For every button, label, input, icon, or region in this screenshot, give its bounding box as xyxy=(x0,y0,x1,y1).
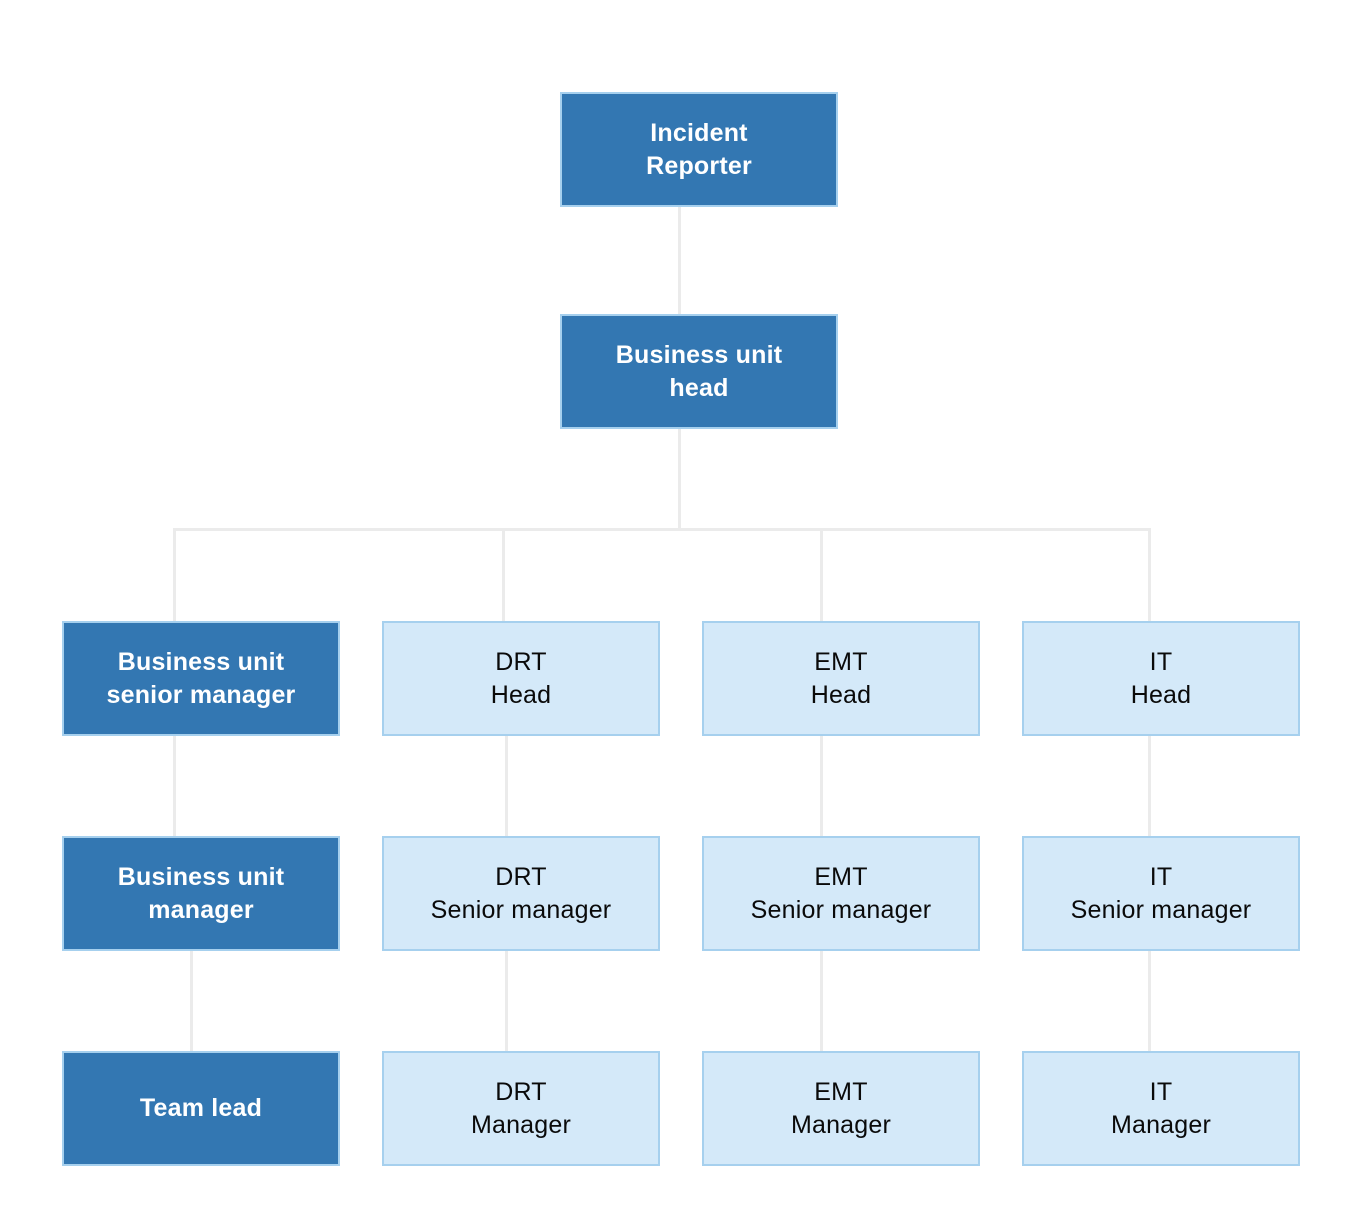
connector-col4-row1-row2 xyxy=(1148,736,1151,836)
connector-drop-col3 xyxy=(820,528,823,621)
node-emt-head-label: EMT Head xyxy=(810,647,872,709)
node-business-unit-head[interactable]: Business unit head xyxy=(560,314,838,429)
connector-col1-row2-row3 xyxy=(190,951,193,1051)
node-drt-head[interactable]: DRT Head xyxy=(382,621,660,736)
node-emt-manager-label: EMT Manager xyxy=(790,1077,892,1139)
node-it-head[interactable]: IT Head xyxy=(1022,621,1300,736)
connector-drop-col1 xyxy=(173,528,176,621)
connector-col2-row2-row3 xyxy=(505,951,508,1051)
connector-col3-row1-row2 xyxy=(820,736,823,836)
node-it-head-label: IT Head xyxy=(1130,647,1192,709)
node-drt-manager[interactable]: DRT Manager xyxy=(382,1051,660,1166)
node-it-manager[interactable]: IT Manager xyxy=(1022,1051,1300,1166)
node-drt-head-label: DRT Head xyxy=(490,647,552,709)
node-team-lead[interactable]: Team lead xyxy=(62,1051,340,1166)
connector-reporter-to-head xyxy=(678,206,681,316)
node-business-unit-head-label: Business unit head xyxy=(615,340,783,402)
node-team-lead-label: Team lead xyxy=(139,1094,263,1122)
node-emt-head[interactable]: EMT Head xyxy=(702,621,980,736)
node-business-unit-senior-manager[interactable]: Business unit senior manager xyxy=(62,621,340,736)
node-emt-manager[interactable]: EMT Manager xyxy=(702,1051,980,1166)
connector-col1-row1-row2 xyxy=(173,736,176,836)
node-business-unit-manager[interactable]: Business unit manager xyxy=(62,836,340,951)
node-emt-senior-manager[interactable]: EMT Senior manager xyxy=(702,836,980,951)
node-business-unit-senior-manager-label: Business unit senior manager xyxy=(106,647,296,709)
node-it-senior-manager[interactable]: IT Senior manager xyxy=(1022,836,1300,951)
connector-col3-row2-row3 xyxy=(820,951,823,1051)
node-incident-reporter[interactable]: Incident Reporter xyxy=(560,92,838,207)
node-it-senior-manager-label: IT Senior manager xyxy=(1070,862,1252,924)
node-drt-manager-label: DRT Manager xyxy=(470,1077,572,1139)
node-business-unit-manager-label: Business unit manager xyxy=(117,862,285,924)
connector-col2-row1-row2 xyxy=(505,736,508,836)
node-it-manager-label: IT Manager xyxy=(1110,1077,1212,1139)
connector-head-trunk xyxy=(678,428,681,531)
connector-drop-col2 xyxy=(502,528,505,621)
connector-col4-row2-row3 xyxy=(1148,951,1151,1051)
node-drt-senior-manager-label: DRT Senior manager xyxy=(430,862,612,924)
connector-drop-col4 xyxy=(1148,528,1151,621)
node-emt-senior-manager-label: EMT Senior manager xyxy=(750,862,932,924)
node-incident-reporter-label: Incident Reporter xyxy=(646,118,752,180)
connector-branch-horizontal xyxy=(173,528,1151,531)
node-drt-senior-manager[interactable]: DRT Senior manager xyxy=(382,836,660,951)
